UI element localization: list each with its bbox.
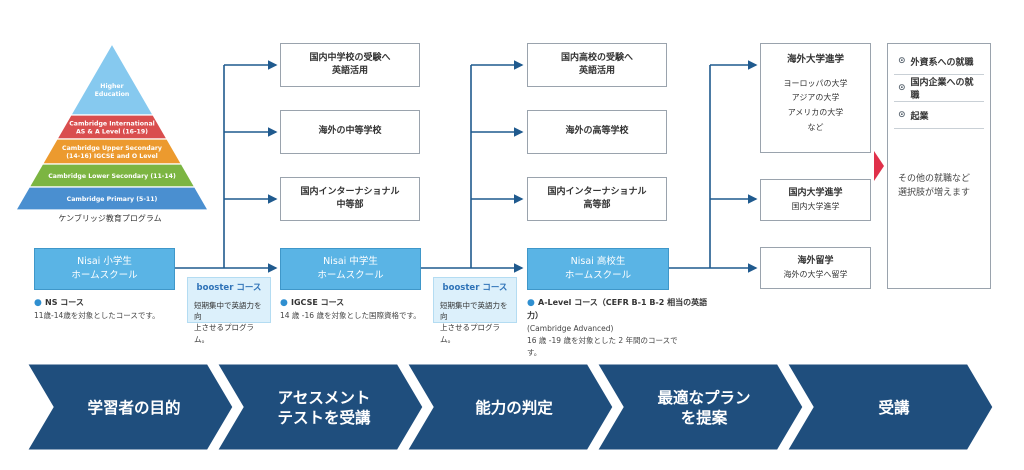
target-domestic-high-school: 国内高校の受験へ 英語活用 [527, 43, 667, 87]
booster-1-title: booster コース [196, 283, 262, 293]
circle-check-icon: ⊙ [898, 110, 906, 120]
study-abroad-box: 海外留学 海外の大学へ留学 [760, 247, 871, 289]
booster-1-desc-2: 上させるプログラム。 [194, 323, 254, 344]
igcse-course-info: ● IGCSE コース 14 歳 -16 歳を対象とした国際資格です。 [280, 296, 430, 322]
overseas-university-title: 海外大学進学 [786, 54, 844, 65]
pyramid-layer-label-4: Cambridge Lower Secondary (11-14) [48, 173, 176, 180]
process-step-4 [593, 361, 806, 453]
target-domestic-intl-high: 国内インターナショナル 高等部 [527, 177, 667, 221]
process-steps: 学習者の目的 アセスメントテストを受講 能力の判定 最適なプランを提案 受講 [23, 361, 996, 453]
pyramid-layer-1 [69, 42, 155, 116]
igcse-course-title: IGCSE コース [291, 298, 345, 307]
booster-2-desc-2: 上させるプログラム。 [440, 323, 500, 344]
target-overseas-secondary: 海外の中等学校 [280, 110, 420, 154]
nisai-elementary-box: Nisai 小学生 ホームスクール [34, 248, 175, 290]
target-domestic-intl-middle: 国内インターナショナル 中等部 [280, 177, 420, 221]
career-outcomes-box: ⊙外資系への就職 ⊙国内企業への就職 ⊙起業 その他の就職など 選択肢が増えます [887, 43, 991, 289]
booster-2-desc-1: 短期集中で英語力を向 [440, 300, 508, 321]
circle-check-icon: ⊙ [898, 56, 906, 66]
domestic-university-title: 国内大学進学 [788, 188, 843, 199]
booster-1-desc-1: 短期集中で英語力を向 [194, 300, 262, 321]
nisai-high-school-box: Nisai 高校生 ホームスクール [527, 248, 669, 290]
booster-course-1: booster コース 短期集中で英語力を向 上させるプログラム。 [187, 277, 271, 344]
nisai-junior-high-box: Nisai 中学生 ホームスクール [280, 248, 421, 290]
target-domestic-junior-high: 国内中学校の受験へ 英語活用 [280, 43, 420, 87]
booster-2-title: booster コース [442, 283, 508, 293]
ns-course-desc: 11歳-14歳を対象としたコースです。 [34, 311, 160, 321]
process-step-1 [23, 361, 236, 453]
nisai-elementary-line1: Nisai 小学生 [77, 256, 132, 268]
nisai-elementary-line2: ホームスクール [71, 270, 138, 281]
pyramid-layer-label-3: Cambridge Upper Secondary(14-16) IGCSE a… [62, 145, 162, 160]
process-step-label-5: 受講 [878, 398, 910, 417]
ns-course-info: ● NS コース 11歳-14歳を対象としたコースです。 [34, 296, 184, 322]
career-item-startup: ⊙起業 [894, 102, 984, 129]
process-step-label-4: 最適なプランを提案 [657, 388, 750, 427]
study-abroad-title: 海外留学 [797, 256, 834, 267]
circle-check-icon: ⊙ [898, 83, 906, 93]
process-step-3 [403, 361, 616, 453]
pyramid-layer-5 [14, 186, 210, 211]
career-item-domestic: ⊙国内企業への就職 [894, 75, 984, 102]
process-step-5 [783, 361, 996, 453]
target-overseas-high-school: 海外の高等学校 [527, 110, 667, 154]
igcse-course-desc: 14 歳 -16 歳を対象とした国際資格です。 [280, 311, 421, 321]
booster-course-2: booster コース 短期集中で英語力を向 上させるプログラム。 [433, 277, 517, 344]
process-step-label-3: 能力の判定 [475, 398, 553, 417]
domestic-university-box: 国内大学進学 国内大学進学 [760, 179, 871, 221]
pyramid-caption: ケンブリッジ教育プログラム [58, 214, 162, 223]
pyramid-layer-label-5: Cambridge Primary (5-11) [67, 196, 158, 203]
a-level-course-info: ● A-Level コース（CEFR B-1 B-2 相当の英語力） (Camb… [527, 298, 708, 358]
overseas-university-box: 海外大学進学 ヨーロッパの大学 アジアの大学 アメリカの大学 など [760, 43, 871, 153]
process-step-label-2: アセスメントテストを受講 [277, 389, 371, 427]
process-step-label-1: 学習者の目的 [87, 398, 180, 417]
career-item-foreign: ⊙外資系への就職 [894, 48, 984, 75]
career-note: その他の就職など 選択肢が増えます [898, 174, 971, 198]
process-step-2 [213, 361, 426, 453]
final-arrow-icon [874, 151, 884, 181]
ns-course-title: NS コース [45, 298, 84, 307]
a-level-course-title: A-Level コース（CEFR B-1 B-2 相当の英語力） [527, 298, 708, 321]
